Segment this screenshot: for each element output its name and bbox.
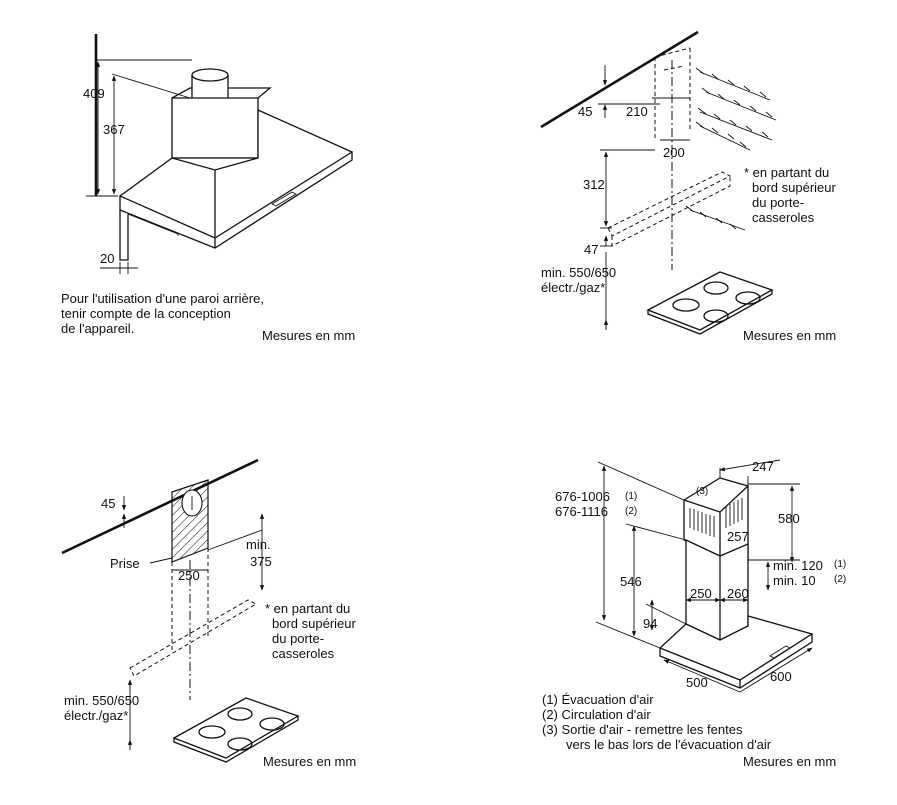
dim-600: 600 [770,669,792,684]
dim-247: 247 [752,459,774,474]
note-line-3: du porte- [752,195,804,210]
min-height-line-2: électr./gaz* [64,708,128,723]
min-height-line-1: min. 550/650 [541,265,616,280]
legend-3a: (3) Sortie d'air - remettre les fentes [542,722,743,737]
note-line-4: casseroles [752,210,815,225]
range-1: 676-1006 [555,489,610,504]
note-line-1: * en partant du [744,165,829,180]
ceiling-line [61,458,259,555]
ceiling-line [540,30,699,129]
units-label: Mesures en mm [263,754,356,769]
panel-mounting-positions [540,30,777,335]
units-label: Mesures en mm [262,328,355,343]
dim-250: 250 [690,586,712,601]
note-line-3: du porte- [272,631,324,646]
min-120: min. 120 [773,558,823,573]
dim-312: 312 [583,177,605,192]
range-1-ref: (1) [625,491,637,502]
screws-and-dowels [685,67,777,231]
dim-257: 257 [727,529,749,544]
note-line-3: de l'appareil. [61,321,134,336]
dim-546: 546 [620,574,642,589]
hob [172,697,300,763]
units-label: Mesures en mm [743,754,836,769]
min-value-375: 375 [250,554,272,569]
range-2: 676-1116 [555,504,608,519]
marker-3: (3) [696,486,708,497]
dim-20: 20 [100,251,114,266]
note-line-2: tenir compte de la conception [61,306,231,321]
dim-500: 500 [686,675,708,690]
panel-socket-position [61,458,300,763]
socket-label: Prise [110,556,140,571]
dim-200: 200 [663,145,685,160]
dim-45: 45 [101,496,115,511]
note-line-2: bord supérieur [272,616,356,631]
hood-drawing-side [94,34,354,261]
legend-2: (2) Circulation d'air [542,707,651,722]
dim-45: 45 [578,104,592,119]
min-10: min. 10 [773,573,816,588]
dim-94: 94 [643,616,657,631]
note-line-1: * en partant du [265,601,350,616]
min-120-ref: (1) [834,559,846,570]
hob [646,271,774,335]
dim-47: 47 [584,242,598,257]
dim-409: 409 [83,86,105,101]
min-height-line-2: électr./gaz* [541,280,605,295]
dim-260: 260 [727,586,749,601]
range-2-ref: (2) [625,506,637,517]
dim-250: 250 [178,568,200,583]
note-line-2: bord supérieur [752,180,836,195]
panel-side-view [86,34,354,274]
legend-1: (1) Évacuation d'air [542,692,654,707]
min-height-line-1: min. 550/650 [64,693,139,708]
note-line-1: Pour l'utilisation d'une paroi arrière, [61,291,264,306]
note-line-4: casseroles [272,646,335,661]
hood-drawing-front [658,477,814,689]
min-10-ref: (2) [834,574,846,585]
legend-3b: vers le bas lors de l'évacuation d'air [566,737,772,752]
vent-slots [689,498,743,537]
dim-210: 210 [626,104,648,119]
dim-367: 367 [103,122,125,137]
panel-overall-dimensions [595,459,814,693]
dim-580: 580 [778,511,800,526]
units-label: Mesures en mm [743,328,836,343]
min-label: min. [246,537,271,552]
